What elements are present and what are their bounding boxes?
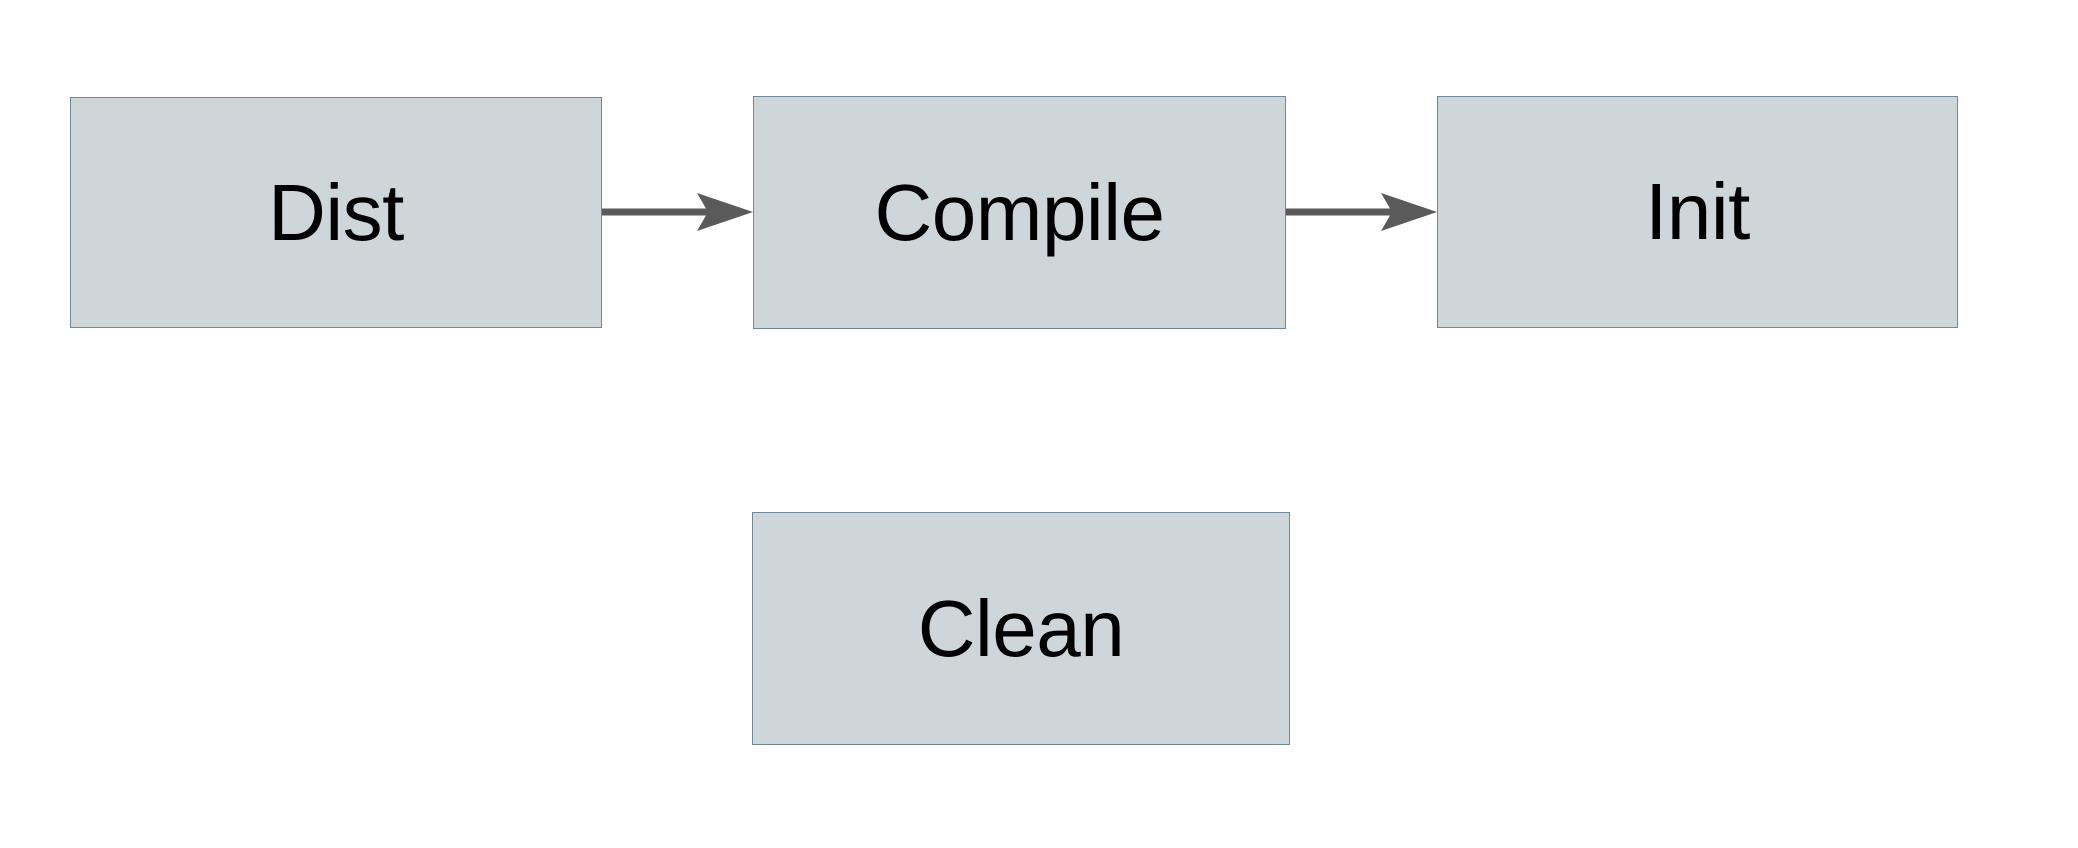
node-compile[interactable]: Compile (753, 96, 1286, 329)
node-init[interactable]: Init (1437, 96, 1958, 328)
node-compile-label: Compile (874, 167, 1165, 257)
edge-dist-to-compile-shape (602, 193, 753, 231)
edge-dist-to-compile[interactable] (602, 193, 753, 231)
edge-compile-to-init[interactable] (1286, 193, 1437, 231)
node-clean[interactable]: Clean (752, 512, 1290, 745)
node-clean-label: Clean (917, 583, 1125, 673)
node-dist-label: Dist (268, 167, 404, 257)
node-dist[interactable]: Dist (70, 97, 602, 328)
edge-compile-to-init-shape (1286, 193, 1437, 231)
node-init-label: Init (1645, 167, 1750, 256)
